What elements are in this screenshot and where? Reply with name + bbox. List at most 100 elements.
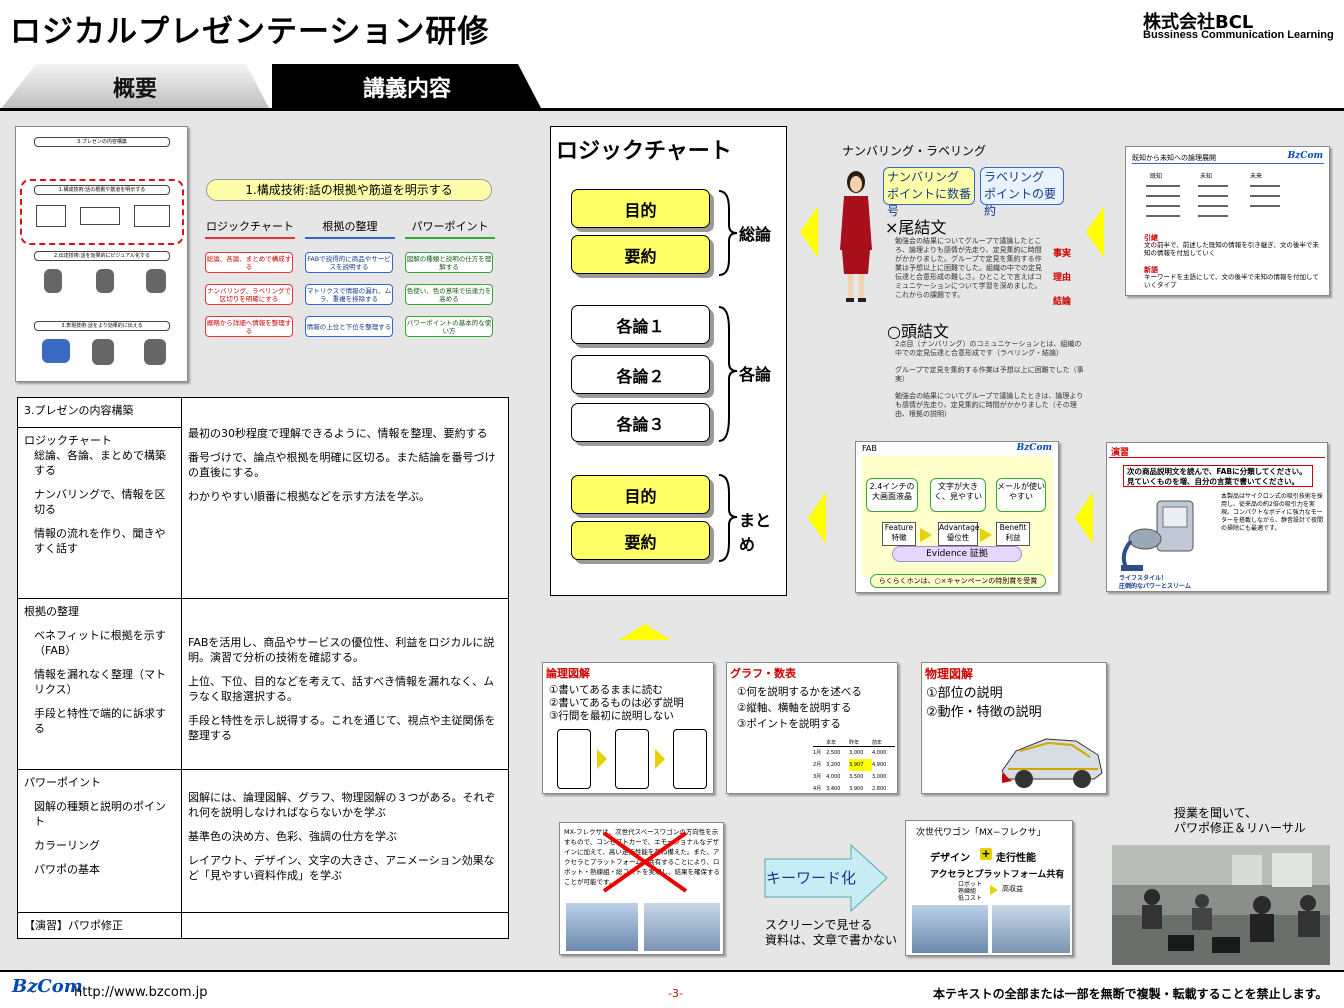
card-line: ①何を説明するかを述べる [737, 686, 862, 698]
bubble-text: ラベリング ポイントの要約 [984, 170, 1057, 218]
logic-chart-slide: ロジックチャート 目的 要約 各論１ 各論２ 各論３ 目的 要約 総論 各論 ま… [550, 126, 787, 596]
arrow-right-icon [980, 528, 992, 542]
card-line: ①部位の説明 [926, 686, 1003, 701]
thumb-col: 未知 [1200, 173, 1213, 180]
table-text: 手段と特性を示し説得する。これを通じて、視点や主従関係を整理する [188, 714, 496, 743]
table-heading: パワーポイント [24, 776, 101, 790]
thumb-figure [44, 269, 62, 293]
table-text: 情報を漏れなく整理（マトリクス） [34, 668, 166, 697]
brace-lines [718, 190, 738, 562]
logic-box-detail-2: 各論２ [571, 355, 710, 394]
table-cell: ロジックチャート 総論、各論、まとめで構築する ナンバリングで、情報を区切る 情… [17, 427, 182, 600]
flow-heading-logic: ロジックチャート [205, 218, 295, 239]
copyright-notice: 本テキストの全部または一部を無断で複製・転載することを禁止します。 [933, 987, 1328, 1001]
after-items: ロボット 熟練組 低コスト [958, 881, 983, 902]
arrow-right-icon [990, 885, 998, 895]
thumb-highlight [20, 179, 184, 245]
card-line: ②縦軸、横軸を説明する [737, 702, 852, 714]
flow-item: マトリクスで情報の漏れ、ムラ、重複を排除する [305, 284, 393, 305]
diagram-card-logic: 論理図解 ①書いてあるままに読む ②書いてあるものは必ず説明 ③行間を最初に説明… [542, 662, 714, 794]
thumb-figure [96, 269, 114, 293]
table-text: 手段と特性で端的に訴求する [34, 707, 166, 736]
table-text: 上位、下位、目的などを考えて、話すべき情報を漏れなく、ムラなく取捨選択する。 [188, 675, 495, 704]
after-keyword: デザイン [930, 853, 970, 864]
table-practice: 【演習】パワポ修正 [17, 911, 182, 940]
logic-label-conclusion: まとめ [739, 511, 772, 554]
thumb-shape [36, 205, 66, 227]
fab-diagram: 2.4インチの大画面液晶 文字が大きく、見やすい メールが使いやすい Featu… [862, 456, 1053, 576]
table-cell: 図解には、論理図解、グラフ、物理図解の３つがある。それぞれ何を説明しなければなら… [181, 769, 509, 913]
thumb-text-1: 文の前半で、前述した既知の情報を引き継ぎ、文の後半で未知の情報を付加していく [1144, 241, 1319, 257]
numbering-heading: ナンバリング・ラベリング [842, 144, 987, 158]
good-example-body: グループで定見を集約する作業は予想以上に困難でした（事実） [895, 366, 1084, 383]
thumb-figure [42, 339, 70, 363]
table-text: パワポの基本 [34, 863, 100, 877]
keyword-arrow-icon [764, 843, 888, 913]
company-name: 株式会社BCL [1143, 12, 1254, 33]
table-text: 図解の種類と説明のポイント [34, 800, 166, 829]
mini-data-table: 本年 昨年 前年 1月 2,500 3,000 4,000 2月 3,200 3… [813, 739, 895, 795]
table-text: ナンバリングで、情報を区切る [34, 488, 166, 517]
side-word-reason: 理由 [1053, 273, 1072, 283]
after-slide: 次世代ワゴン「MX−フレクサ」 デザイン + 走行性能 アクセラとプラットフォー… [905, 820, 1073, 956]
arrow-left-icon [1075, 492, 1093, 544]
bubble-text: ナンバリング ポイントに数番号 [887, 170, 972, 218]
good-example-body: 勉強会の結果についてグループで議論したときは、論理よりも感情が先走り、定見集約に… [895, 392, 1084, 418]
footer-url-link[interactable]: http://www.bzcom.jp [74, 985, 208, 1000]
car-photo [566, 903, 638, 951]
after-result: 高収益 [1002, 885, 1023, 893]
footer-divider [0, 970, 1344, 972]
thumb-title: 3.プレゼンの内容構築 [34, 137, 170, 147]
keyword-label: キーワード化 [766, 869, 857, 887]
arrow-up-icon [619, 624, 671, 640]
table-text: レイアウト、デザイン、文字の大きさ、アニメーション効果など「見やすい資料作成」を… [188, 854, 495, 883]
car-frame-icon [1001, 738, 1103, 788]
flow-item: パワーポイントの基本的な使い方 [405, 316, 493, 337]
thumb-shape [134, 205, 170, 227]
table-text: 基準色の決め方、色彩、強調の仕方を学ぶ [188, 830, 397, 844]
thumb-figure [92, 339, 114, 365]
table-text: 図解には、論理図解、グラフ、物理図解の３つがある。それぞれ何を説明しなければなら… [188, 791, 496, 820]
rehearsal-note: 授業を聞いて、 パワポ修正＆リハーサル [1174, 806, 1306, 835]
side-word-fact: 事実 [1053, 249, 1072, 259]
presenter-figure-icon [840, 171, 872, 302]
slide-thumbnail-left: 3.プレゼンの内容構築 1.構成技術:話の根拠や筋道を明示する 2.伝達技術:話… [15, 126, 188, 382]
fab-key: Advantage 優位性 [938, 522, 979, 546]
vacuum-cleaner-icon [1121, 500, 1194, 571]
arrow-right-icon [920, 528, 932, 542]
fab-evidence: Evidence 証拠 [892, 546, 1022, 562]
thumb-row-1: 1.構成技術:話の根拠や筋道を明示する [34, 185, 170, 195]
table-cell [181, 911, 509, 940]
flow-item: 図解の種類と説明の仕方を理解する [405, 252, 493, 273]
logic-label-overview: 総論 [739, 225, 772, 244]
arrow-left-icon [808, 492, 826, 544]
flow-item: 概略から詳細へ情報を整理する [205, 316, 293, 337]
arrow-right-icon [655, 749, 665, 769]
flow-heading-basis: 根拠の整理 [305, 218, 395, 239]
side-word-conclusion: 結論 [1053, 297, 1072, 307]
fab-slide: FAB BzCom 2.4インチの大画面液晶 文字が大きく、見やすい メールが使… [855, 441, 1059, 593]
table-section-title: 3.プレゼンの内容構築 [17, 396, 182, 429]
tab-overview[interactable]: 概要 [0, 64, 270, 110]
slide-thumbnail-right: 既知から未知への論理展開 BzCom 既知 未知 未来 引継 文の前半で、前述し… [1125, 146, 1330, 296]
exercise-caption: ライフスタイル！ [1119, 575, 1168, 582]
arrow-right-icon [597, 749, 607, 769]
fab-bubble: メールが使いやすい [996, 478, 1046, 512]
bzcom-logo: BzCom [1287, 151, 1323, 161]
car-photo [912, 905, 988, 953]
bad-example-heading: ×尾結文 [885, 218, 947, 237]
bad-example-body: 勉強会の結果についてグループで議論したところ、論理よりも感情が先走り、定見集約に… [895, 237, 1042, 299]
tab-lecture[interactable]: 講義内容 [272, 64, 542, 110]
training-photo [1112, 845, 1330, 965]
table-text: わかりやすい順番に根拠などを示す方法を学ぶ。 [188, 490, 430, 503]
plus-icon: + [980, 847, 992, 860]
table-text: カラーリング [34, 839, 100, 853]
thumb-label-1: 引継 [1144, 234, 1158, 242]
card-line: ③ポイントを説明する [737, 718, 841, 730]
card-line: ③行間を最初に説明しない [549, 710, 674, 722]
tab-divider [0, 108, 1344, 111]
footer-logo: BzCom [12, 976, 83, 997]
logic-box-summary-2: 要約 [571, 521, 710, 560]
content-table: 3.プレゼンの内容構築 最初の30秒程度で理解できるように、情報を整理、要約する… [17, 396, 509, 940]
table-cell: パワーポイント 図解の種類と説明のポイント カラーリング パワポの基本 [17, 769, 182, 913]
